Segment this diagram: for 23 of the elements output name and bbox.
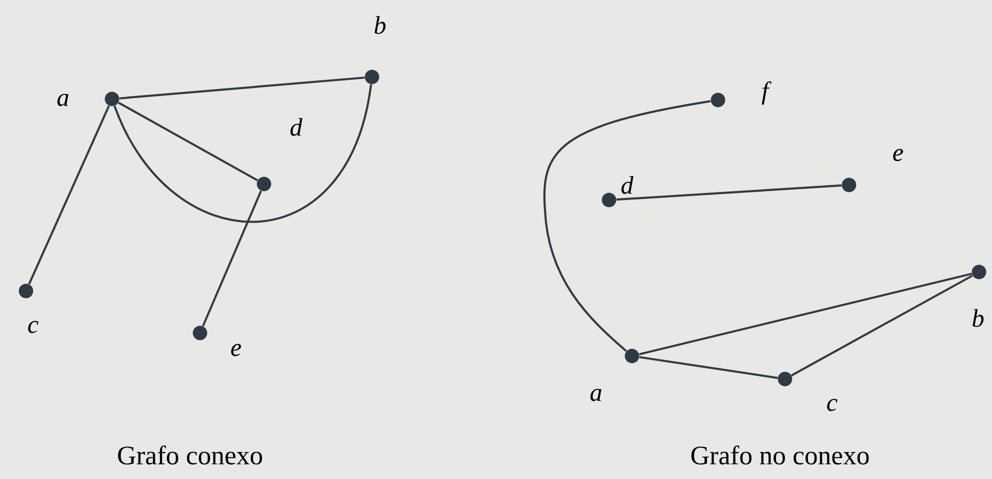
graph-edge <box>639 356 778 379</box>
vertex-label: b <box>374 16 386 34</box>
graph-edge <box>118 102 258 182</box>
graph-caption: Grafo no conexo <box>691 445 869 465</box>
vertex-label: a <box>590 388 602 402</box>
vertex-label: e <box>893 148 904 162</box>
vertex-label: a <box>57 94 68 106</box>
graph-edge <box>119 76 365 100</box>
graph-edge <box>543 100 711 352</box>
vertex-label: d <box>621 176 634 194</box>
graph-edge <box>114 84 372 223</box>
graph-edge <box>202 190 262 327</box>
vertex-label: b <box>972 309 984 327</box>
graph-edge <box>791 274 973 376</box>
vertex-label: f <box>762 81 772 105</box>
graph-edge <box>639 272 972 356</box>
graph-caption: Grafo conexo <box>118 445 262 465</box>
vertex-label: c <box>827 398 838 412</box>
graph-edge <box>616 184 842 201</box>
vertex-label: d <box>290 118 302 136</box>
graph-edge <box>28 105 110 285</box>
vertex-label: c <box>28 320 38 334</box>
vertex-label: e <box>231 344 242 356</box>
